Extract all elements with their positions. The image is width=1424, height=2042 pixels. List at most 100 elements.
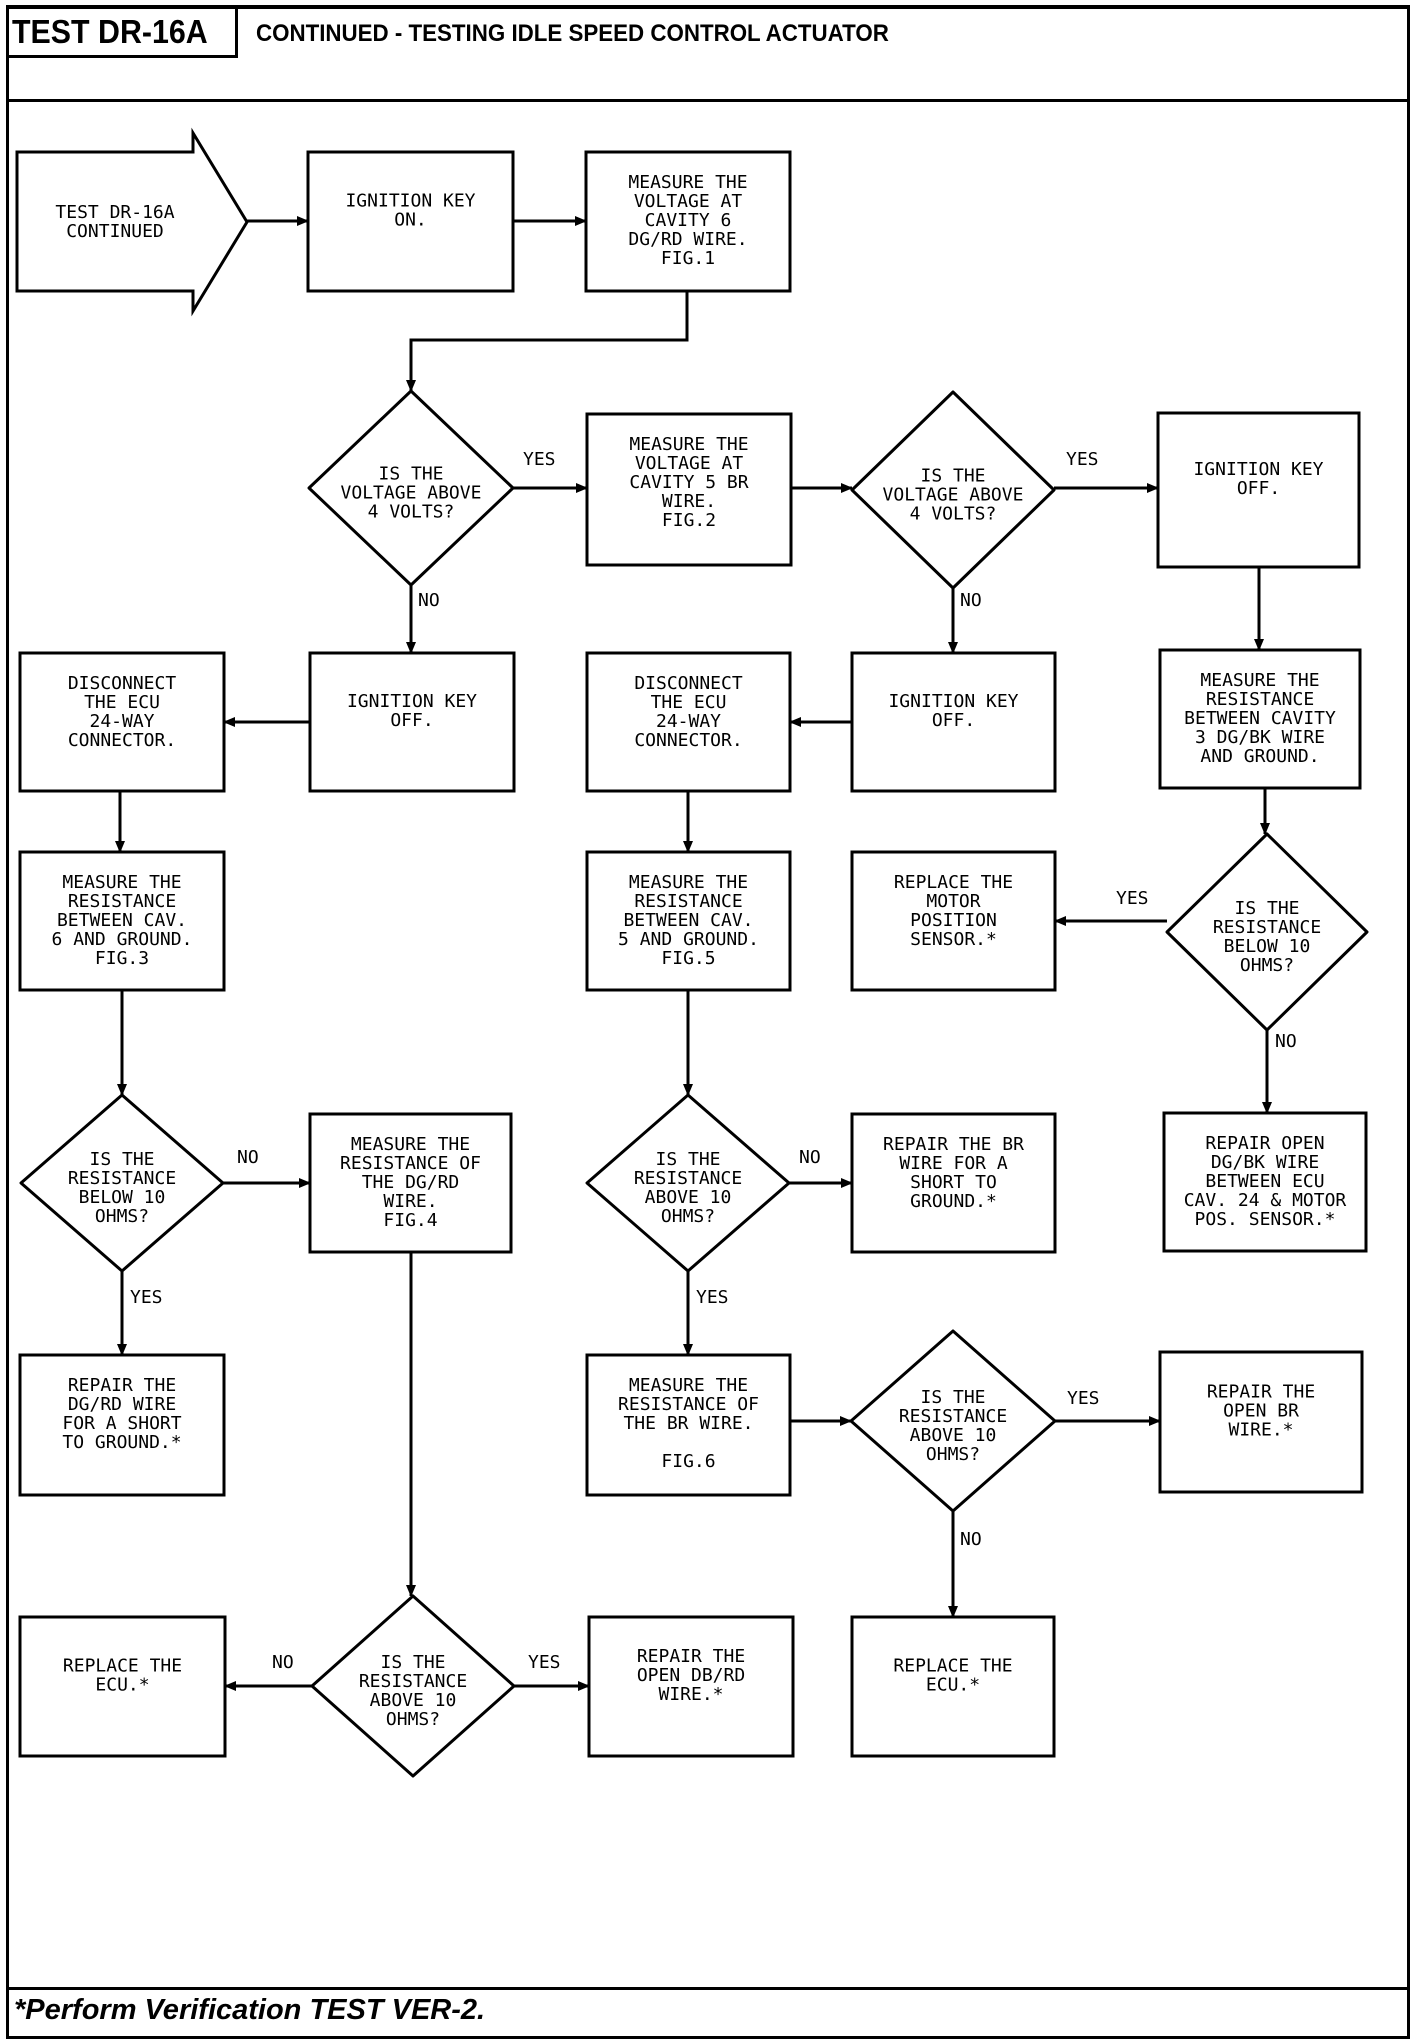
page-frame — [6, 5, 1410, 2039]
node-text-line: FIG.6 — [661, 1451, 715, 1472]
node-text-line: IS THE — [920, 1387, 985, 1408]
no-label: NO — [960, 590, 982, 611]
node-text-line: BELOW 10 — [79, 1187, 166, 1208]
node-text-line: RESISTANCE — [899, 1406, 1007, 1427]
node-text-line: IGNITION KEY — [345, 191, 475, 212]
node-text-line: DISCONNECT — [634, 673, 743, 694]
node-text-line: IS THE — [1234, 898, 1299, 919]
node-text-line: OFF. — [1237, 478, 1280, 499]
node-text-line: THE DG/RD — [362, 1172, 460, 1193]
decision-diamond — [849, 1329, 1057, 1513]
node-text-line: POS. SENSOR.* — [1195, 1209, 1336, 1230]
node-text-line: VOLTAGE ABOVE — [883, 485, 1024, 506]
node-text-line: REPAIR OPEN — [1205, 1133, 1324, 1154]
terminal-box — [850, 1615, 1056, 1758]
node-text-line: FIG.2 — [662, 510, 716, 531]
process-box — [1156, 411, 1361, 569]
node-text-line: VOLTAGE ABOVE — [341, 483, 482, 504]
node-text-line: 4 VOLTS? — [368, 502, 455, 523]
no-label: NO — [237, 1147, 259, 1168]
node-text-line: WIRE. — [662, 491, 716, 512]
decision-diamond — [850, 390, 1056, 590]
node-text-line: 24-WAY — [656, 711, 721, 732]
no-label: NO — [272, 1652, 294, 1673]
node-text-line: IS THE — [378, 464, 443, 485]
footer-divider — [6, 1987, 1407, 1990]
node-text-line: VOLTAGE AT — [634, 191, 743, 212]
yes-label: YES — [523, 449, 556, 470]
node-text-line: RESISTANCE — [1213, 917, 1321, 938]
node-text-line: REPLACE THE — [893, 1656, 1012, 1677]
node-text-line: MEASURE THE — [629, 1375, 748, 1396]
node-text-line: REPAIR THE — [637, 1646, 745, 1667]
yes-label: YES — [1067, 1388, 1100, 1409]
node-text-line: IGNITION KEY — [888, 691, 1018, 712]
entry-arrow-shape — [15, 127, 249, 317]
decision-diamond — [310, 1594, 516, 1778]
node-text-line: ON. — [394, 210, 427, 231]
node-text-line: WIRE FOR A — [899, 1153, 1008, 1174]
node-text-line: RESISTANCE OF — [340, 1153, 481, 1174]
node-text-line: OFF. — [932, 710, 975, 731]
node-text-line: CONNECTOR. — [68, 730, 176, 751]
node-text-line: 3 DG/BK WIRE — [1195, 727, 1325, 748]
flow-edge-measure-cav6-voltage-to-q-voltage-1 — [406, 291, 689, 392]
process-box — [308, 651, 516, 793]
node-text-line: MEASURE THE — [629, 872, 748, 893]
decision-diamond — [585, 1093, 791, 1273]
terminal-box — [1162, 1111, 1368, 1253]
decision-diamond — [19, 1093, 225, 1273]
node-text-line: REPAIR THE BR — [883, 1134, 1024, 1155]
node-text-line: BETWEEN CAV. — [57, 910, 187, 931]
node-text-line: AND GROUND. — [1200, 746, 1319, 767]
terminal-box — [587, 1615, 795, 1758]
terminal-box — [18, 1615, 227, 1758]
node-text-line: TO GROUND.* — [62, 1432, 181, 1453]
process-box — [1158, 648, 1362, 790]
node-text-line: ABOVE 10 — [370, 1690, 457, 1711]
node-text-line: GROUND.* — [910, 1191, 997, 1212]
node-text-line: OHMS? — [386, 1709, 440, 1730]
yes-label: YES — [1066, 449, 1099, 470]
node-text-line: 6 AND GROUND. — [52, 929, 193, 950]
node-text-line: FOR A SHORT — [62, 1413, 181, 1434]
process-box — [584, 150, 792, 293]
node-text-line: IGNITION KEY — [347, 691, 477, 712]
node-text-line: CAVITY 5 BR — [629, 472, 748, 493]
node-text-line: RESISTANCE — [359, 1671, 467, 1692]
node-text-line: FIG.3 — [95, 948, 149, 969]
node-text-line: BETWEEN CAV. — [623, 910, 753, 931]
node-text-line: OHMS? — [95, 1206, 149, 1227]
node-text-line: REPAIR THE — [1207, 1382, 1315, 1403]
node-text-line: REPAIR THE — [68, 1375, 176, 1396]
node-text-line: SENSOR.* — [910, 929, 997, 950]
process-box — [585, 651, 792, 793]
node-text-line: MOTOR — [926, 891, 980, 912]
node-text-line: WIRE.* — [658, 1684, 723, 1705]
yes-label: YES — [130, 1287, 163, 1308]
node-text-line: IS THE — [380, 1652, 445, 1673]
process-box — [585, 412, 793, 567]
node-text-line: THE ECU — [84, 692, 160, 713]
process-box — [308, 1112, 513, 1254]
node-text-line: RESISTANCE — [68, 891, 176, 912]
node-text-line: IS THE — [920, 466, 985, 487]
node-text-line: VOLTAGE AT — [635, 453, 744, 474]
process-box — [585, 850, 792, 992]
